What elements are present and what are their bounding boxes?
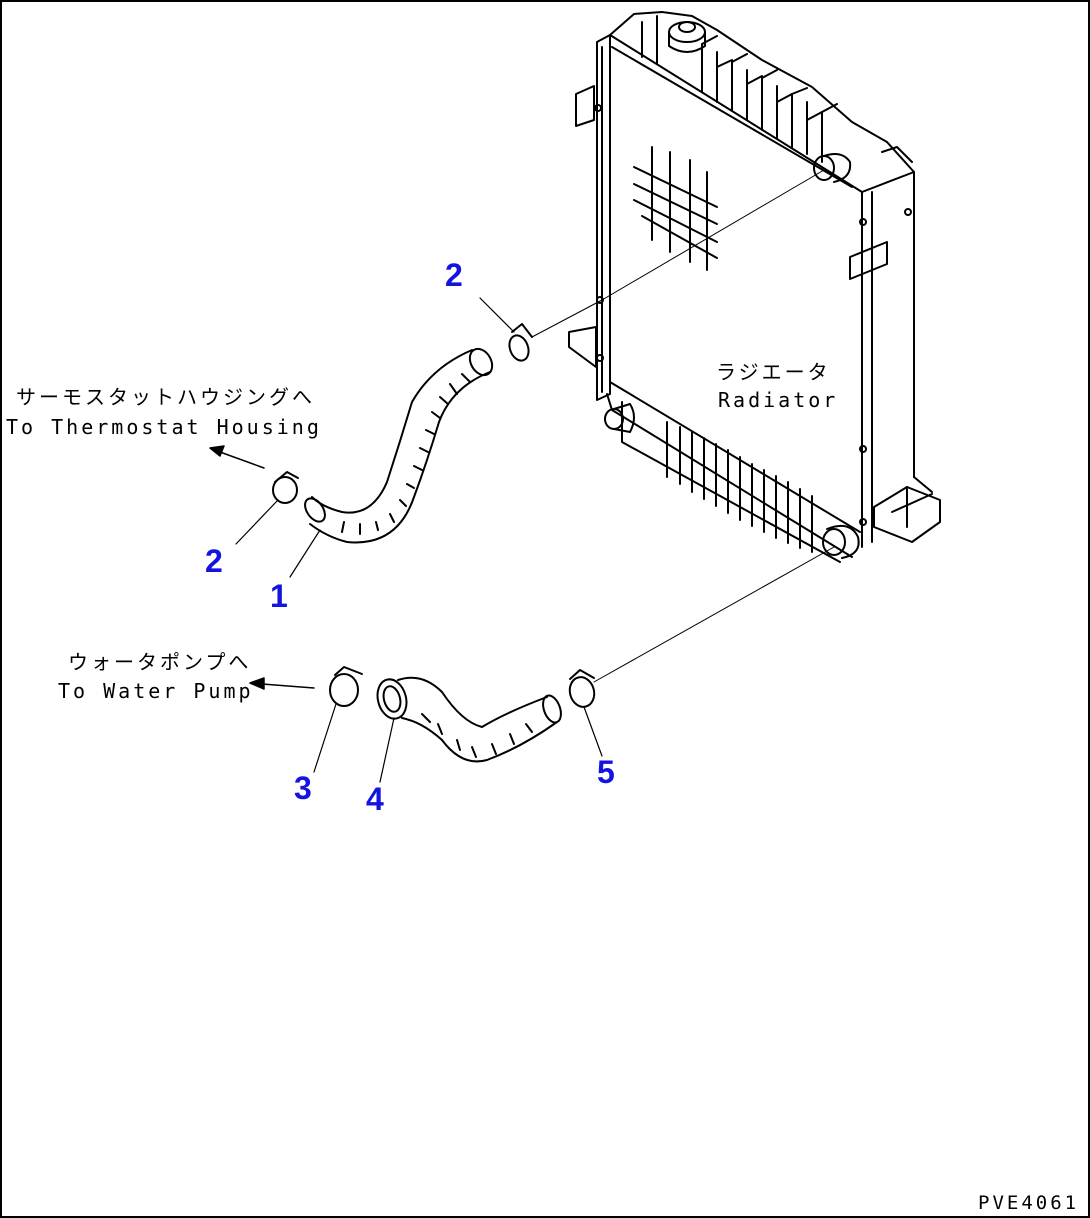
- arrow-thermostat: [209, 445, 265, 469]
- clamp-left: [272, 471, 299, 504]
- arrow-water-pump: [249, 677, 315, 690]
- callout-upper-clamp: 2: [445, 257, 463, 293]
- callout-lower-clamp-right: 5: [597, 754, 615, 790]
- callout-lower-hose: 4: [366, 781, 384, 817]
- drawing-code: PVE4061: [978, 1192, 1080, 1214]
- clamp-upper: [508, 169, 825, 362]
- pump-label-en: To Water Pump: [58, 679, 254, 703]
- radiator-label-jp: ラジエータ: [716, 360, 831, 384]
- thermostat-label-jp: サーモスタットハウジングへ: [16, 385, 315, 409]
- clamp-3: [329, 666, 363, 707]
- clamp-5: [568, 546, 835, 708]
- callout-upper-hose: 1: [270, 578, 288, 614]
- callout-left-clamp: 2: [205, 543, 223, 579]
- radiator-label-en: Radiator: [718, 388, 839, 412]
- radiator: [568, 11, 941, 563]
- callout-lower-clamp-left: 3: [294, 770, 312, 806]
- lower-hose: [376, 676, 562, 763]
- upper-hose: [304, 347, 494, 544]
- pump-label-jp: ウォータポンプへ: [68, 650, 252, 674]
- callout-leaders: [235, 297, 603, 783]
- thermostat-label-en: To Thermostat Housing: [6, 415, 322, 439]
